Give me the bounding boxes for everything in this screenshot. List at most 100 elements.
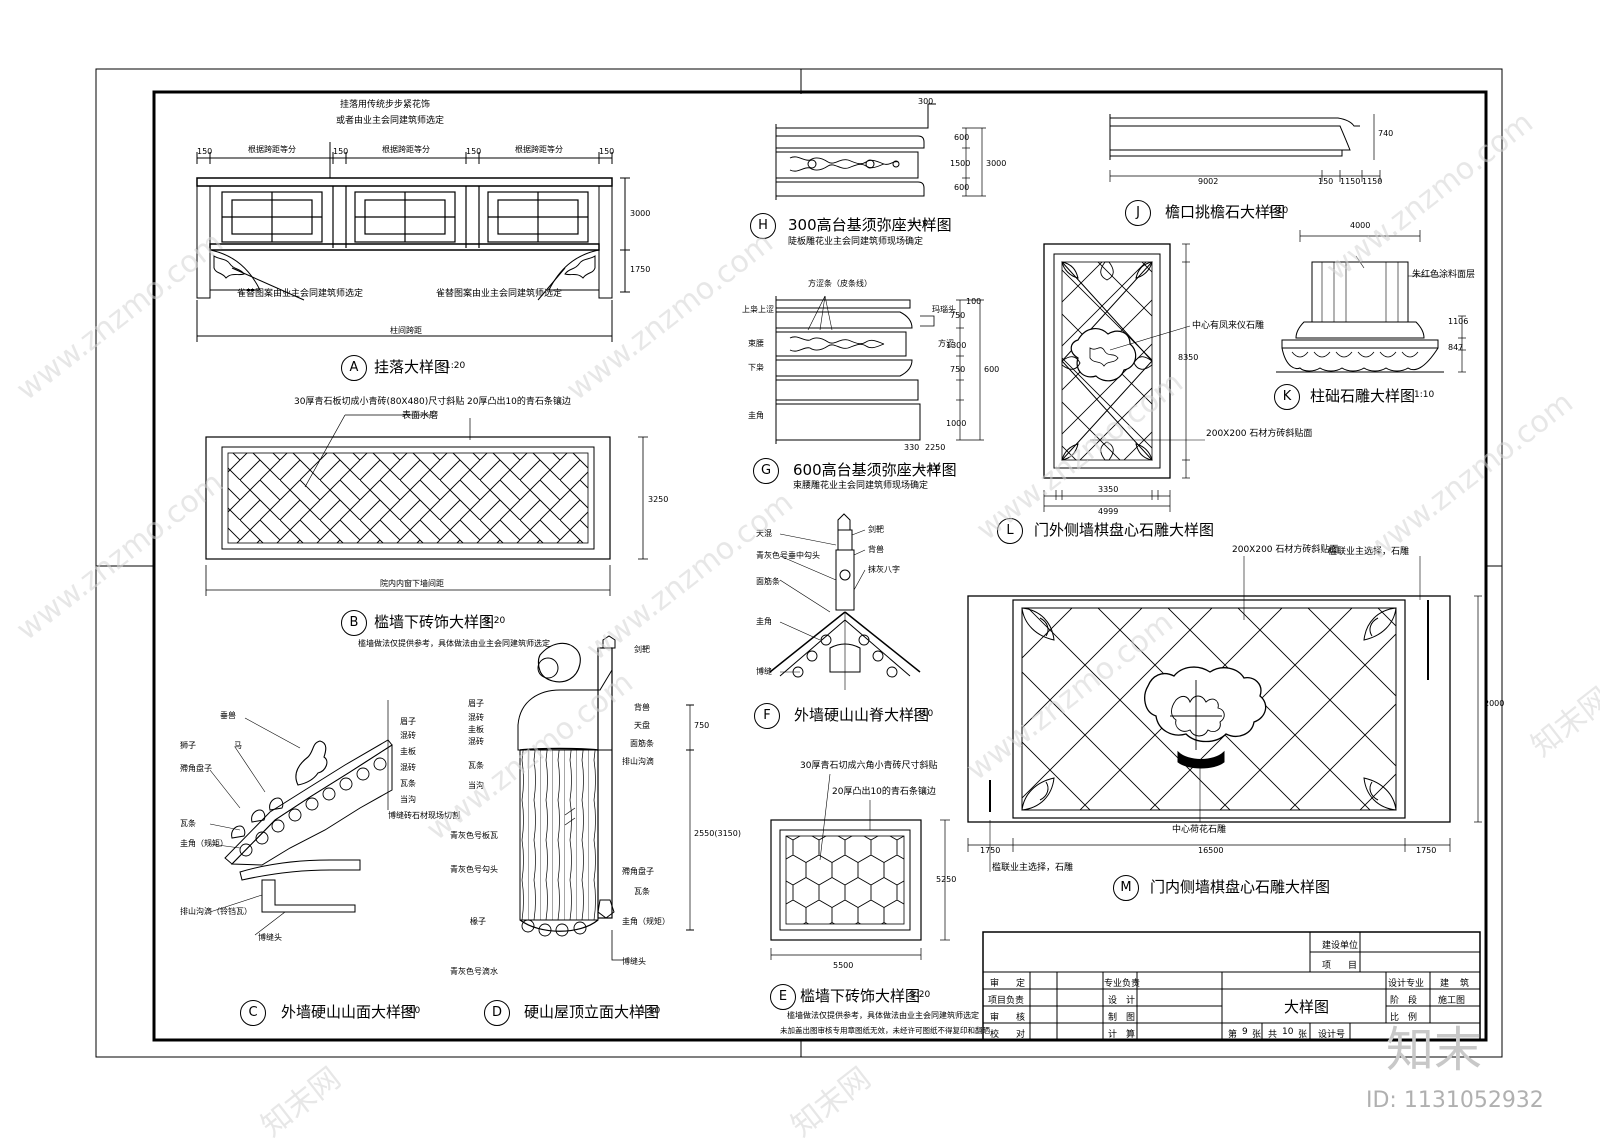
tb-footer-note: 未加盖出图审核专用章图纸无效，未经许可图纸不得复印和翻晒	[780, 1026, 990, 1035]
j-dim: 1150	[1362, 177, 1383, 186]
m-note-1: 200X200 石材方砖斜贴面	[1232, 545, 1339, 555]
sheet-inner-border	[152, 90, 1488, 1042]
detail-h-marker: H	[750, 213, 776, 239]
c-label: 混砖	[400, 763, 416, 772]
detail-a-marker: A	[341, 355, 367, 381]
f-label: 天混	[756, 529, 772, 538]
g-label: 束腰雕花业主会同建筑师现场确定	[793, 481, 929, 491]
tb-right: 例	[1408, 1013, 1418, 1023]
j-dim: 740	[1378, 129, 1394, 138]
d-label: 殢角盘子	[622, 867, 654, 876]
d-label: 椽子	[470, 917, 486, 926]
a-dim: 150	[197, 147, 213, 156]
c-label: 瓦条	[400, 779, 416, 788]
d-label: 青灰色号勾头	[450, 865, 498, 874]
j-dim: 1150	[1340, 177, 1361, 186]
f-label: 青灰色号垂中勾头	[756, 551, 820, 560]
g-label: 上枭上涩	[742, 305, 774, 314]
a-note-1: 挂落用传统步步紧花饰	[340, 100, 431, 110]
g-label: 下枭	[748, 363, 764, 372]
a-dim: 150	[466, 147, 482, 156]
h-note: 陡板雕花业主会同建筑师现场确定	[788, 237, 924, 247]
c-label: 垂兽	[220, 711, 236, 720]
d-label: 排山沟滴	[622, 757, 654, 766]
tb-project-b: 目	[1348, 961, 1358, 971]
tb-left: 审	[990, 1013, 1000, 1023]
tb-right: 施工图	[1438, 996, 1466, 1006]
detail-c-title: 外墙硬山山面大样图	[281, 1003, 417, 1021]
g-dim: 750	[950, 365, 966, 374]
tb-mid: 设	[1108, 996, 1118, 1006]
a-dim: 1750	[630, 265, 651, 274]
a-note-2: 或者由业主会同建筑师选定	[336, 116, 445, 126]
f-label: 剑靶	[868, 525, 884, 534]
detail-b-title: 槛墙下砖饰大样图	[374, 613, 495, 631]
detail-d-marker: D	[484, 1000, 510, 1026]
d-dim: 750	[694, 721, 710, 730]
tb-sheet-no: 10	[1282, 1027, 1294, 1037]
detail-m-marker: M	[1113, 875, 1139, 901]
detail-c-marker: C	[240, 1000, 266, 1026]
detail-d-scale: 1:10	[640, 1006, 661, 1016]
m-note-2: 槛联业主选择，石雕	[1328, 547, 1410, 557]
d-label: 博缝头	[622, 957, 646, 966]
d-label: 圭角（规矩）	[622, 917, 670, 926]
k-dim: 847	[1448, 343, 1464, 352]
detail-e-marker: E	[770, 984, 796, 1010]
d-label: 当沟	[468, 781, 484, 790]
tb-sheet-no: 张	[1252, 1030, 1262, 1040]
tb-right: 段	[1408, 996, 1418, 1006]
asset-id-label: ID: 1131052932	[1366, 1088, 1544, 1113]
tb-left: 审	[990, 979, 1000, 989]
e-note-1: 30厚青石切成六角小青砖尺寸斜贴	[800, 761, 938, 771]
detail-f-marker: F	[754, 703, 780, 729]
g-label: 圭角	[748, 411, 764, 420]
m-note-3: 中心荷花石雕	[1172, 825, 1227, 835]
c-label: 眉子	[400, 717, 416, 726]
tb-mid: 计	[1126, 996, 1136, 1006]
g-dim: 750	[950, 311, 966, 320]
detail-h-title: 300高台基须弥座大样图	[788, 216, 952, 234]
tb-sheet-title: 大样图	[1284, 998, 1330, 1016]
detail-f-title: 外墙硬山山脊大样图	[794, 706, 930, 724]
k-dim: 4000	[1350, 221, 1371, 230]
detail-m-drawing	[967, 556, 1482, 872]
title-block	[982, 931, 1481, 1041]
g-dim: 1300	[946, 341, 967, 350]
detail-l-marker: L	[997, 518, 1023, 544]
c-label: 排山沟滴（铃铛瓦）	[180, 907, 252, 916]
l-dim: 3350	[1098, 485, 1119, 494]
detail-a-scale: 1:20	[445, 361, 466, 371]
d-label: 背兽	[634, 703, 650, 712]
tb-sheet-no: 共	[1268, 1030, 1278, 1040]
d-label: 剑靶	[634, 645, 650, 654]
g-dim: 100	[966, 297, 982, 306]
a-dim: 根据跨距等分	[382, 145, 430, 154]
detail-e-scale: 1:20	[910, 990, 931, 1000]
detail-h-drawing	[775, 103, 986, 200]
sheet-outer-border	[95, 68, 1503, 1058]
detail-f-drawing	[769, 513, 921, 690]
detail-g-scale: 1:10	[920, 464, 941, 474]
a-dim: 150	[333, 147, 349, 156]
tb-right: 筑	[1460, 979, 1470, 989]
d-dim: 2550(3150)	[694, 829, 741, 838]
tb-left: 项目负责	[988, 996, 1025, 1006]
h-dim: 600	[954, 133, 970, 142]
detail-b-scale: 1:20	[485, 616, 506, 626]
c-label: 狮子	[180, 741, 196, 750]
tb-mid: 制	[1108, 1013, 1118, 1023]
detail-l-title: 门外侧墙棋盘心石雕大样图	[1034, 521, 1215, 539]
d-label: 瓦条	[468, 761, 484, 770]
d-label: 混砖	[468, 713, 484, 722]
g-label: 方涩	[938, 339, 954, 348]
l-note-2: 200X200 石材方砖斜贴面	[1206, 429, 1313, 439]
brand-logo: 知末	[1386, 1022, 1483, 1078]
detail-j-drawing	[1109, 114, 1381, 182]
f-label: 圭角	[756, 617, 772, 626]
tb-right: 建	[1440, 979, 1450, 989]
detail-h-scale: 1:10	[908, 219, 929, 229]
g-dim: 600	[984, 365, 1000, 374]
tb-sheet-no: 9	[1242, 1027, 1248, 1037]
c-label: 马	[234, 741, 242, 750]
